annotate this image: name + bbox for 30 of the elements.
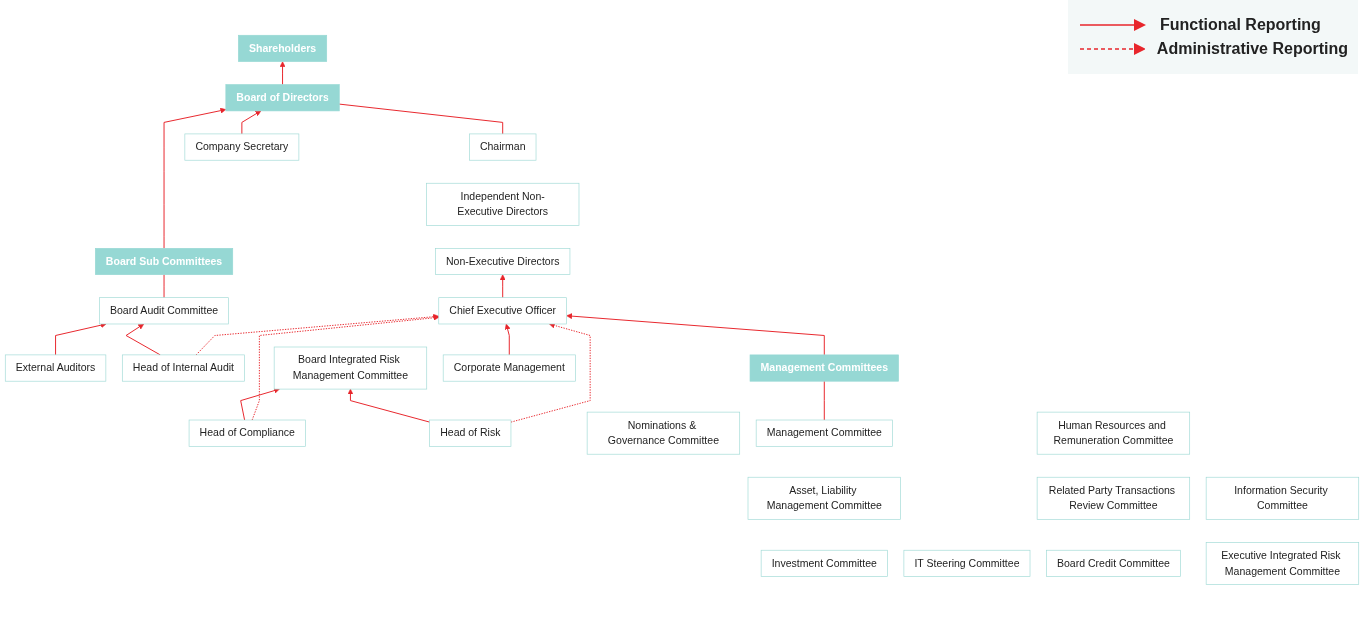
node-box: Independent Non-Executive Directors bbox=[426, 183, 580, 226]
node-box: Investment Committee bbox=[760, 550, 888, 578]
node-box: Nominations & Governance Committee bbox=[586, 411, 741, 455]
node-box: Head of Compliance bbox=[188, 419, 306, 447]
node-box: Head of Internal Audit bbox=[121, 354, 245, 382]
legend-label: Functional Reporting bbox=[1160, 16, 1321, 34]
node-box: Chief Executive Officer bbox=[438, 297, 567, 325]
node-box: Human Resources and Remuneration Committee bbox=[1036, 411, 1191, 455]
node-box: Head of Risk bbox=[429, 419, 512, 447]
node-box: Management Committee bbox=[755, 419, 893, 447]
node-box: Board of Directors bbox=[225, 84, 340, 112]
node-box: External Auditors bbox=[4, 354, 107, 382]
node-box: Board Integrated Risk Management Committee bbox=[273, 346, 428, 390]
node-box: Information Security Committee bbox=[1205, 477, 1360, 520]
node-box: Board Credit Committee bbox=[1046, 550, 1181, 578]
legend-label: Administrative Reporting bbox=[1156, 40, 1348, 58]
connector bbox=[823, 380, 825, 421]
node-box: Board Sub Committees bbox=[95, 248, 234, 276]
node-box: IT Steering Committee bbox=[903, 550, 1031, 578]
node-box: Related Party Transactions Review Committee bbox=[1036, 477, 1191, 520]
node-box: Non-Executive Directors bbox=[435, 248, 571, 276]
node-box: Asset, Liability Management Committee bbox=[747, 477, 901, 520]
connector bbox=[338, 103, 504, 135]
node-box: Executive Integrated Risk Management Committee bbox=[1205, 542, 1360, 585]
node-box: Management Committees bbox=[749, 354, 899, 382]
node-box: Shareholders bbox=[238, 35, 328, 63]
node-box: Chairman bbox=[469, 133, 537, 161]
node-box: Company Secretary bbox=[184, 133, 300, 161]
node-box: Corporate Management bbox=[442, 354, 576, 382]
node-box: Board Audit Committee bbox=[99, 297, 229, 325]
